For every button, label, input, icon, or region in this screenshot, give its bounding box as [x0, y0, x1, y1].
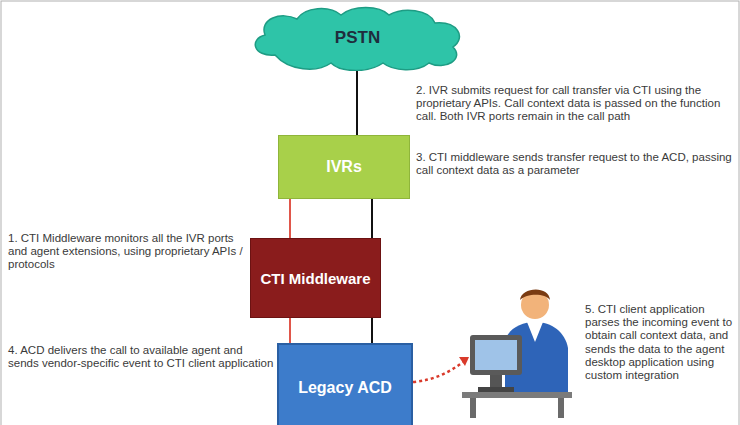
process-box: Legacy ACD: [277, 343, 413, 425]
callout-note: 1. CTI Middleware monitors all the IVR p…: [8, 232, 244, 272]
node-text: CTI Middleware: [254, 268, 376, 289]
connector-line: [356, 65, 358, 135]
process-box: CTI Middleware: [250, 238, 381, 318]
callout-note: 5. CTI client application parses the inc…: [585, 303, 737, 382]
process-box: IVRs: [278, 135, 410, 199]
node-text: Legacy ACD: [292, 377, 398, 399]
arrow-head: [459, 357, 469, 366]
connector-line: [289, 318, 291, 343]
node-text: PSTN: [329, 26, 386, 50]
agent-illustration: [462, 289, 572, 418]
event-arrow: [413, 360, 466, 382]
callout-note: 2. IVR submits request for call transfer…: [416, 84, 734, 124]
node-text: IVRs: [320, 156, 368, 178]
callout-note: 3. CTI middleware sends transfer request…: [416, 151, 734, 177]
cloud-outline: [255, 8, 459, 71]
callout-note: 4. ACD delivers the call to available ag…: [8, 344, 274, 370]
connector-line: [289, 199, 291, 238]
cloud-node: PSTN: [245, 5, 470, 71]
